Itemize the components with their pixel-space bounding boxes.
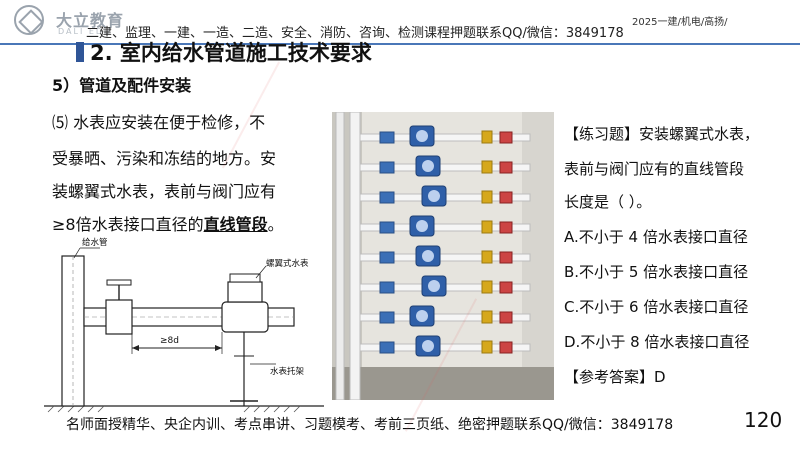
paragraph-line-3: 装螺翼式水表，表前与阀门应有 [52,182,277,201]
paragraph-line-1: ⑸ 水表应安装在便于检修，不 [52,113,266,132]
label-dimension: ≥8d [160,336,179,346]
paragraph-line-4-text: ≥8倍水表接口直径的 [52,215,204,234]
option-a: A.不小于 4 倍水表接口直径 [564,228,748,246]
label-meter-bracket: 水表托架 [270,366,305,377]
water-meter-diagram: 给水管 螺翼式水表 ≥8d 水表托架 [44,236,324,418]
option-c: C.不小于 6 倍水表接口直径 [564,298,749,316]
logo-text: 大立教育 [56,11,125,30]
question-line-2: 表前与阀门应有的直线管段 [564,160,745,178]
installation-photo [332,112,554,400]
question-line-1: 【练习题】安装螺翼式水表， [564,125,760,143]
header-divider [0,43,800,45]
label-supply-pipe: 给水管 [82,237,108,248]
promo-banner-bottom: 名师面授精华、央企内训、考点串讲、习题模考、考前三页纸、绝密押题联系QQ/微信：… [66,417,674,433]
subsection-heading: 5）管道及配件安装 [52,76,192,95]
page-number: 120 [744,408,783,432]
paragraph-line-4: ≥8倍水表接口直径的直线管段。 [52,211,284,235]
promo-banner-top: 二建、监理、一建、一造、二造、安全、消防、咨询、检测课程押题联系QQ/微信：38… [86,26,624,41]
section-title: 2. 室内给水管道施工技术要求 [90,41,372,65]
option-b: B.不小于 5 倍水表接口直径 [564,263,749,281]
course-tag: 2025一建/机电/高扬/ [632,17,728,28]
reference-answer: 【参考答案】D [564,368,666,386]
logo-icon [14,5,44,35]
paragraph-line-4-end: 。 [267,215,284,234]
label-water-meter: 螺翼式水表 [266,258,309,269]
logo-subtext: DALI EDU [58,27,112,36]
title-accent-bar [76,42,84,62]
keyword-straight-pipe: 直线管段 [203,215,268,234]
question-line-3: 长度是（ ）。 [564,193,652,211]
option-d: D.不小于 8 倍水表接口直径 [564,333,750,351]
paragraph-line-2: 受暴晒、污染和冻结的地方。安 [52,149,277,168]
